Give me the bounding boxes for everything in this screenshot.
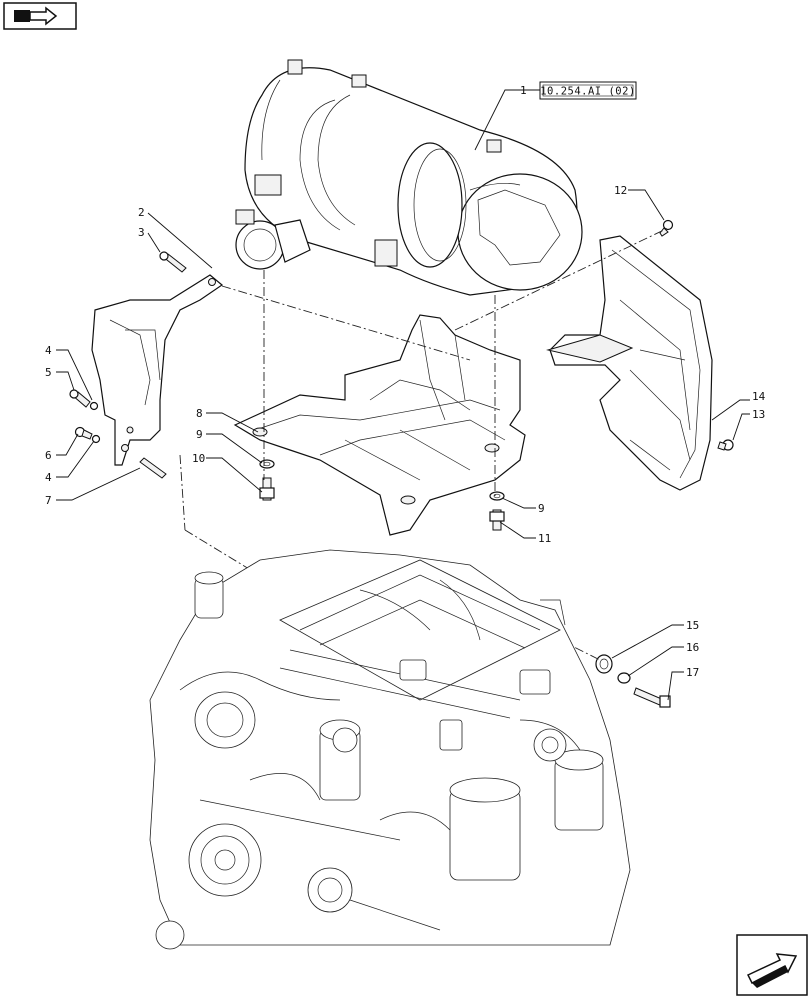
- callout-5: 5: [45, 366, 52, 379]
- callout-4b: 4: [45, 471, 52, 484]
- washer-16: [617, 672, 631, 684]
- callout-1: 1: [520, 84, 527, 97]
- callout-11: 11: [538, 532, 551, 545]
- bolt-17: [633, 687, 671, 708]
- callout-17: 17: [686, 666, 699, 679]
- callout-10: 10: [192, 452, 205, 465]
- fitting-15: [595, 654, 613, 674]
- callout-8: 8: [196, 407, 203, 420]
- book-arrow-icon[interactable]: [3, 2, 77, 30]
- callout-15: 15: [686, 619, 699, 632]
- callout-14: 14: [752, 390, 766, 403]
- heat-shield: [546, 235, 713, 491]
- bolt-3: [159, 251, 187, 273]
- callout-12: 12: [614, 184, 627, 197]
- washer-9b: [489, 491, 505, 501]
- reference-box[interactable]: 10.254.AI (02): [539, 81, 637, 100]
- callout-labels: 1 2 3 4 5 6 4 7 8 9 10 9 11 12 13 14 15 …: [45, 84, 766, 679]
- muffler-canister: [235, 59, 583, 296]
- screw-13: [717, 439, 734, 451]
- callout-4a: 4: [45, 344, 52, 357]
- bolt-10: [259, 477, 275, 501]
- callout-9b: 9: [538, 502, 545, 515]
- engine-assembly: [149, 549, 631, 950]
- leader-lines: [56, 89, 750, 701]
- left-bracket: [91, 274, 223, 466]
- callout-16: 16: [686, 641, 699, 654]
- next-page-arrow-icon[interactable]: [736, 934, 808, 996]
- washer-9a: [259, 459, 275, 469]
- support-tray: [233, 314, 526, 536]
- bolt-11: [489, 509, 505, 531]
- callout-7: 7: [45, 494, 52, 507]
- reference-label: 10.254.AI (02): [540, 86, 636, 98]
- callout-13: 13: [752, 408, 765, 421]
- callout-6: 6: [45, 449, 52, 462]
- callout-9a: 9: [196, 428, 203, 441]
- bolt-6: [74, 426, 101, 444]
- stud-7: [139, 457, 167, 479]
- screw-12: [659, 219, 674, 237]
- callout-3: 3: [138, 226, 145, 239]
- callout-2: 2: [138, 206, 145, 219]
- bolt-5: [69, 389, 99, 411]
